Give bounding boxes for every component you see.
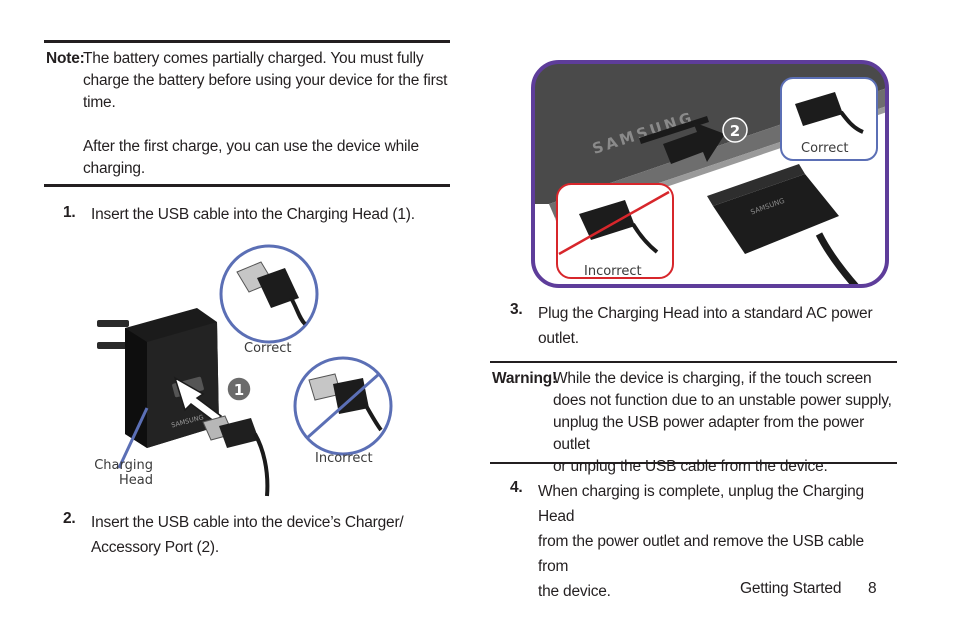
correct-connector-icon bbox=[795, 92, 843, 126]
warning-top-rule bbox=[490, 361, 897, 363]
figure1-correct-label: Correct bbox=[244, 341, 292, 356]
warning-bottom-rule bbox=[490, 462, 897, 464]
step-4-line: from the power outlet and remove the USB… bbox=[538, 533, 864, 575]
step-4-line: the device. bbox=[538, 583, 611, 600]
warning-line: unplug the USB power adapter from the po… bbox=[553, 414, 865, 453]
charger-figure: SAMSUNG 1 bbox=[97, 244, 393, 497]
usb-plug-body bbox=[219, 418, 259, 448]
warning-line: While the device is charging, if the tou… bbox=[553, 370, 872, 387]
figure2-correct-label: Correct bbox=[801, 141, 849, 156]
step-3-line: Plug the Charging Head into a standard A… bbox=[538, 305, 873, 322]
charger-prong bbox=[97, 342, 129, 349]
incorrect-cable bbox=[363, 402, 383, 432]
figure1-incorrect-label: Incorrect bbox=[315, 451, 373, 466]
figure-frame bbox=[531, 60, 889, 288]
correct-connector-cable bbox=[839, 110, 864, 134]
callout-2-badge bbox=[722, 117, 748, 143]
connector-body bbox=[713, 174, 839, 254]
step-4-number: 4. bbox=[510, 479, 523, 496]
accessory-port bbox=[639, 116, 709, 144]
charging-head-line: Head bbox=[119, 473, 153, 488]
note-line: charging. bbox=[83, 160, 145, 177]
usb-cable bbox=[253, 433, 270, 497]
note-paragraph-1: The battery comes partially charged. You… bbox=[83, 48, 453, 114]
correct-box bbox=[780, 77, 878, 161]
step-2-number: 2. bbox=[63, 510, 76, 527]
note-bottom-rule bbox=[44, 184, 450, 187]
warning-line: does not function due to an unstable pow… bbox=[553, 392, 892, 409]
step-1-number: 1. bbox=[63, 204, 76, 221]
figure2-incorrect-label: Incorrect bbox=[584, 264, 642, 279]
incorrect-slash bbox=[558, 190, 670, 256]
charging-head-pointer bbox=[117, 407, 149, 469]
warning-line: or unplug the USB cable from the device. bbox=[553, 458, 828, 475]
figure1-charging-head-label: Charging Head bbox=[93, 458, 153, 488]
note-line: After the first charge, you can use the … bbox=[83, 138, 419, 155]
step-3-line: outlet. bbox=[538, 330, 579, 347]
note-top-rule bbox=[44, 40, 450, 43]
footer-section-title: Getting Started bbox=[740, 580, 842, 597]
note-line: charge the battery before using your dev… bbox=[83, 72, 448, 89]
step-4-text: When charging is complete, unplug the Ch… bbox=[538, 479, 898, 604]
step-3-number: 3. bbox=[510, 301, 523, 318]
insert-direction-arrow-icon bbox=[663, 122, 725, 164]
note-line: time. bbox=[83, 94, 116, 111]
note-label: Note: bbox=[46, 50, 85, 67]
charging-head-line: Charging bbox=[94, 458, 153, 473]
connector-top bbox=[707, 164, 805, 206]
callout-2-number: 2 bbox=[730, 122, 740, 140]
incorrect-slash bbox=[306, 372, 380, 440]
step-4-line: When charging is complete, unplug the Ch… bbox=[538, 483, 864, 525]
device-connector-figure: SAMSUNG 2 SAMSUNG bbox=[531, 60, 889, 288]
step-2-line: Accessory Port (2). bbox=[91, 539, 219, 556]
note-paragraph-2: After the first charge, you can use the … bbox=[83, 136, 453, 180]
charger-prong bbox=[97, 320, 129, 327]
correct-usb-plug-body bbox=[257, 268, 299, 308]
step-3-text: Plug the Charging Head into a standard A… bbox=[538, 301, 873, 351]
footer-page-number: 8 bbox=[868, 580, 877, 597]
incorrect-connector-cable bbox=[631, 222, 659, 254]
step-1-text: Insert the USB cable into the Charging H… bbox=[91, 206, 415, 223]
note-line: The battery comes partially charged. You… bbox=[83, 50, 424, 67]
callout-1-number: 1 bbox=[234, 381, 244, 399]
warning-label: Warning! bbox=[492, 370, 557, 387]
callout-1-badge bbox=[226, 376, 252, 402]
step-2-line: Insert the USB cable into the device’s C… bbox=[91, 514, 404, 531]
incorrect-connector-icon bbox=[579, 200, 635, 240]
step-2-text: Insert the USB cable into the device’s C… bbox=[91, 510, 404, 560]
correct-cable bbox=[289, 296, 307, 326]
